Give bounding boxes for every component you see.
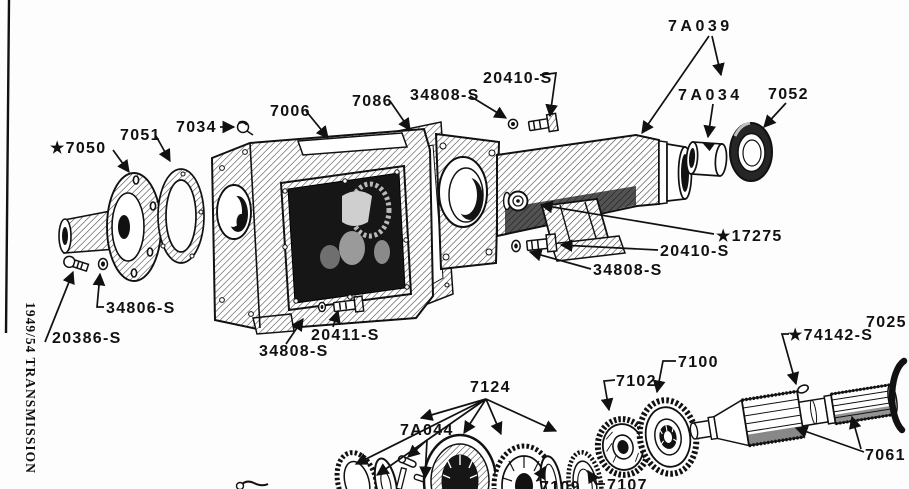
leader-7a039-b [711,35,725,77]
leader-74142 [780,333,800,386]
part-label-7107: 7107 [607,477,648,489]
part-label-7025: 7025 [866,314,907,331]
washer-34806-s [97,257,109,271]
leader-7a034 [703,103,717,139]
part-label-34808s-bottom: 34808-S [593,262,663,279]
part-label-7100: 7100 [678,354,719,371]
leader-7a039-a [641,35,710,135]
washer-34808-s-bottom [511,239,521,253]
part-label-7a044: 7A044 [400,422,454,439]
mainshaft-7061 [689,383,898,448]
leader-7124-3 [419,398,487,421]
leader-7124-4 [463,398,487,435]
leader-7a044-1 [407,439,428,458]
part-label-7109: 7109 [540,479,581,489]
stud-34808-s-case [317,301,327,313]
leader-34806 [92,272,106,308]
leader-7061-b [848,415,862,450]
part-label-34806s: 34806-S [106,300,176,317]
leader-20410-bottom [559,239,659,252]
leader-7006 [305,110,329,139]
part-label-7052: 7052 [768,86,809,103]
part-label-7102: 7102 [616,373,657,390]
part-label-34808s-case: 34808-S [259,343,329,360]
part-label-20411s: 20411-S [311,327,380,344]
leader-7052 [763,102,787,128]
part-label-7061: 7061 [865,447,906,464]
leader-7051 [155,135,171,163]
leader-7086 [389,100,411,132]
leader-7100 [652,360,676,394]
leader-7124-2 [375,398,487,476]
leader-17275 [539,200,715,235]
leader-7124-5 [485,398,503,436]
shift-rod [395,467,408,489]
leader-7a044-2 [419,439,432,480]
gasket-7051 [157,168,205,264]
washer-34808-s-top [507,118,519,130]
extension-front-plate [434,132,501,271]
part-label-74142s: ★74142-S [788,327,873,344]
leader-20410-top [539,72,558,118]
leader-7124-6 [485,398,558,433]
bolt-20410-s-top [527,112,560,133]
synchro-hub-7124 [422,433,498,489]
key-74142-s [797,384,809,394]
pin-17275 [502,190,529,212]
leader-7050 [112,149,130,174]
snap-ring-7109 [539,455,563,489]
part-label-7a039: 7A039 [668,18,733,35]
leader-7109 [533,465,546,482]
spine-caption: 1949/54 TRANSMISSION [23,302,38,474]
seal-7052 [729,121,773,182]
bolt-20386-s [63,255,90,272]
bolt-20410-s-bottom [525,233,558,253]
part-label-7034: 7034 [176,119,217,136]
left-border-rule [4,0,11,334]
part-label-20410s-bottom: 20410-S [660,243,730,260]
leader-7107 [587,469,605,485]
part-label-7050: ★7050 [50,140,106,157]
leader-7102 [600,379,616,412]
part-label-7a034: 7A034 [678,87,743,104]
part-label-7006: 7006 [270,103,311,120]
part-label-7124: 7124 [470,379,511,396]
leader-20386 [44,270,75,343]
output-flange-7050 [58,172,162,282]
snap-ring-7025 [888,357,908,434]
leader-7124-1 [354,398,487,465]
part-label-17275: ★17275 [716,228,783,245]
part-label-20410s-top: 20410-S [483,70,553,87]
leader-34808-bottom [528,248,592,270]
part-label-20386s: 20386-S [52,330,122,347]
part-label-7086: 7086 [352,93,393,110]
part-label-7051: 7051 [120,127,161,144]
leader-34808-top [469,95,508,119]
retainer-clip-7034 [236,120,254,136]
pin-7a044-a [397,455,417,468]
bolt-20411-s [332,295,365,313]
part-label-34808s-top: 34808-S [410,87,480,104]
bushing-7a034 [685,141,728,177]
small-clip [235,480,269,489]
extension-housing-7a039 [496,133,693,262]
part-labels: 7A039 7A034 7052 20410-S 34808-S 7086 70… [50,18,907,489]
transmission-case-7006 [210,127,435,335]
leader-lines [44,35,865,485]
leader-7061-a [794,425,865,453]
leader-34808-case [285,317,304,345]
leader-20411 [328,309,341,328]
